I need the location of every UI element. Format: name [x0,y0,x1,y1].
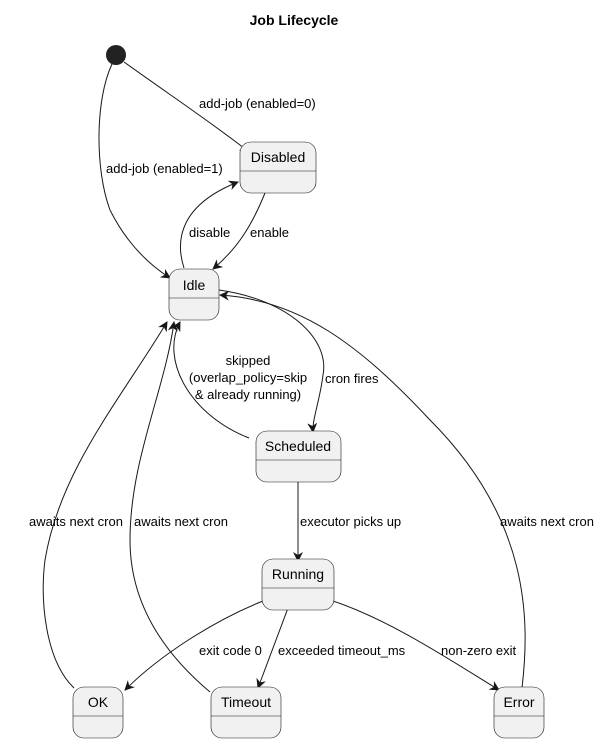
edge-error-to-idle [219,290,526,689]
edge-timeout-to-idle [129,321,211,693]
label-running-to-error: non-zero exit [441,643,517,658]
label-start-to-idle: add-job (enabled=1) [106,161,223,176]
state-error-name: Error [503,694,534,710]
state-ok: OK [72,686,124,739]
state-scheduled-name: Scheduled [265,438,331,454]
label-running-to-ok: exit code 0 [199,643,262,658]
state-timeout-name: Timeout [221,694,271,710]
edge-idle-to-disabled [179,180,239,269]
edge-ok-to-idle [42,321,168,689]
state-running-name: Running [272,566,324,582]
edge-running-to-ok [124,600,264,691]
state-running: Running [261,558,335,611]
initial-state-dot [106,45,126,65]
edge-start-to-disabled [123,61,250,153]
label-scheduled-to-running: executor picks up [300,514,401,529]
label-running-to-timeout: exceeded timeout_ms [278,643,406,658]
label-scheduled-to-idle-line1: skipped [226,353,271,368]
state-ok-name: OK [88,694,109,710]
edges [42,61,526,693]
edge-disabled-to-idle [212,192,266,270]
label-idle-to-disabled: disable [189,225,230,240]
label-error-to-idle: awaits next cron [500,514,594,529]
label-timeout-to-idle: awaits next cron [134,514,228,529]
edge-scheduled-to-idle [171,321,250,439]
label-idle-to-scheduled: cron fires [325,371,379,386]
state-scheduled: Scheduled [255,430,342,483]
label-ok-to-idle: awaits next cron [29,514,123,529]
state-idle-name: Idle [183,277,206,293]
state-disabled-name: Disabled [251,149,305,165]
edge-labels: add-job (enabled=0) add-job (enabled=1) … [29,96,594,658]
edge-start-to-idle [98,63,171,279]
state-idle: Idle [168,268,220,321]
state-timeout: Timeout [210,686,282,739]
edge-running-to-timeout [256,607,289,689]
label-disabled-to-idle: enable [250,225,289,240]
label-scheduled-to-idle-line2: (overlap_policy=skip [189,370,307,385]
state-disabled: Disabled [239,141,317,194]
state-error: Error [493,686,545,739]
diagram-title: Job Lifecycle [250,12,339,28]
label-start-to-disabled: add-job (enabled=0) [199,96,316,111]
label-scheduled-to-idle-line3: & already running) [195,387,301,402]
edge-running-to-error [332,600,500,691]
